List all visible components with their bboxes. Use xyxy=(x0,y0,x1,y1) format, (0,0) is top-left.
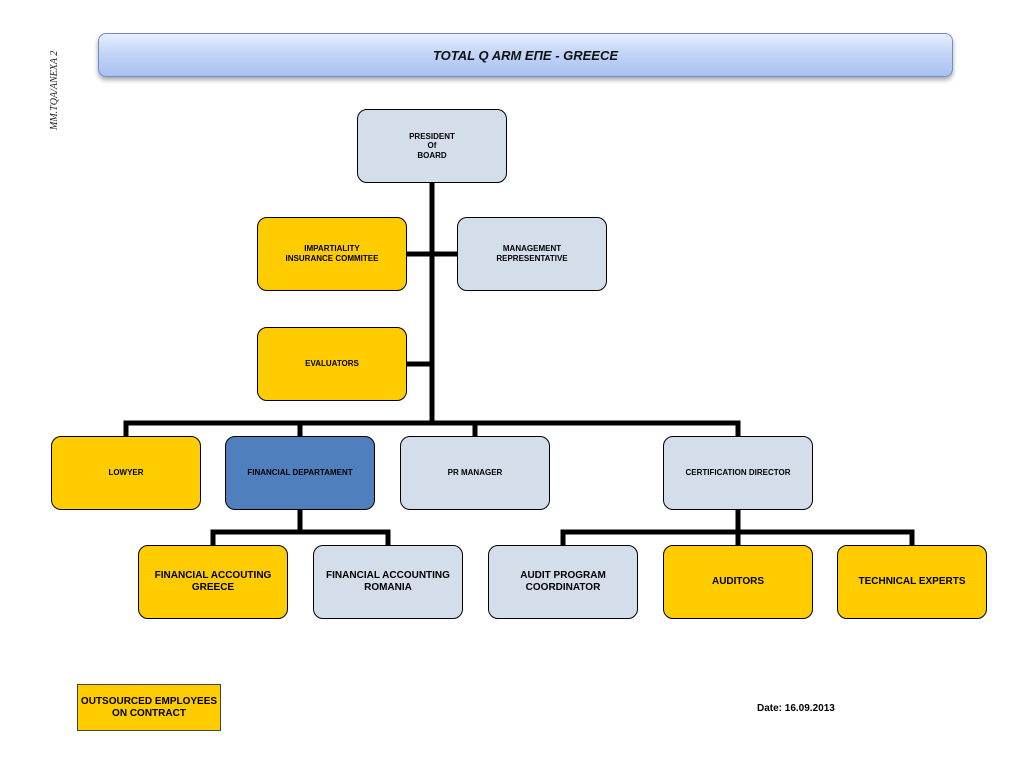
node-pr-manager-label: PR MANAGER xyxy=(447,468,503,478)
node-lowyer-label: LOWYER xyxy=(108,468,144,478)
node-certification-director-label: CERTIFICATION DIRECTOR xyxy=(685,468,791,478)
legend-outsourced: OUTSOURCED EMPLOYEES ON CONTRACT xyxy=(77,684,221,731)
node-financial-accounting-romania: FINANCIAL ACCOUNTING ROMANIA xyxy=(313,545,463,619)
chart-title: TOTAL Q ARM ΕΠΕ - GREECE xyxy=(432,47,619,63)
title-banner: TOTAL Q ARM ΕΠΕ - GREECE xyxy=(98,33,953,77)
node-management-label: MANAGEMENT REPRESENTATIVE xyxy=(496,244,568,263)
node-pr-manager: PR MANAGER xyxy=(400,436,550,510)
node-audit-coordinator-label: AUDIT PROGRAM COORDINATOR xyxy=(520,570,606,593)
node-technical-experts: TECHNICAL EXPERTS xyxy=(837,545,987,619)
node-evaluators: EVALUATORS xyxy=(257,327,407,401)
node-fin-greece-label: FINANCIAL ACCOUTING GREECE xyxy=(154,570,272,593)
node-fin-romania-label: FINANCIAL ACCOUNTING ROMANIA xyxy=(326,570,450,593)
node-technical-experts-label: TECHNICAL EXPERTS xyxy=(858,576,966,587)
node-president-label: PRESIDENT Of BOARD xyxy=(409,131,455,160)
node-financial-department-label: FINANCIAL DEPARTAMENT xyxy=(247,468,353,478)
node-president: PRESIDENT Of BOARD xyxy=(357,109,507,183)
node-financial-department: FINANCIAL DEPARTAMENT xyxy=(225,436,375,510)
node-impartiality-label: IMPARTIALITY INSURANCE COMMITEE xyxy=(285,244,379,263)
node-management-representative: MANAGEMENT REPRESENTATIVE xyxy=(457,217,607,291)
node-auditors-label: AUDITORS xyxy=(711,576,765,587)
node-evaluators-label: EVALUATORS xyxy=(305,359,359,369)
node-financial-accouting-greece: FINANCIAL ACCOUTING GREECE xyxy=(138,545,288,619)
node-impartiality-committee: IMPARTIALITY INSURANCE COMMITEE xyxy=(257,217,407,291)
legend-outsourced-label: OUTSOURCED EMPLOYEES ON CONTRACT xyxy=(80,695,218,719)
date-label: Date: 16.09.2013 xyxy=(757,703,835,714)
node-auditors: AUDITORS xyxy=(663,545,813,619)
node-audit-program-coordinator: AUDIT PROGRAM COORDINATOR xyxy=(488,545,638,619)
node-lowyer: LOWYER xyxy=(51,436,201,510)
node-certification-director: CERTIFICATION DIRECTOR xyxy=(663,436,813,510)
